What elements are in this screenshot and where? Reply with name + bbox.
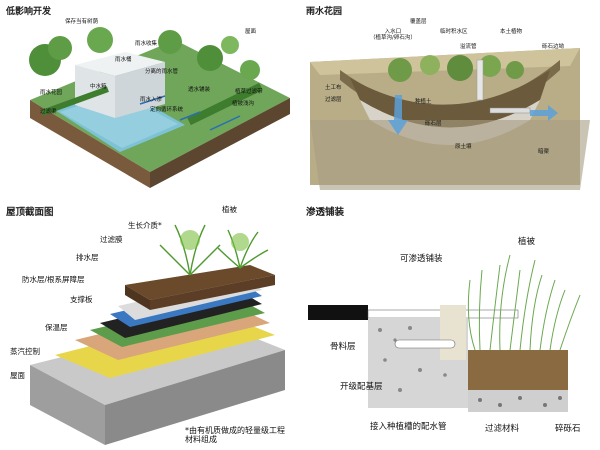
label-native-soil: 原土壤: [455, 144, 472, 150]
label-infiltration: 雨水入渗: [140, 97, 163, 103]
underdrain: [489, 107, 531, 114]
label-waterproof: 防水层/根系屏障层: [22, 275, 85, 284]
building-roof: [75, 52, 165, 76]
label-permeable: 透水铺装: [188, 87, 211, 93]
native-soil: [310, 120, 590, 190]
asphalt-surface: [308, 305, 368, 320]
label-preserve-trees: 保存当有树荫: [65, 19, 99, 25]
distribution-pipe: [394, 339, 456, 349]
label-native-plant: 本土植物: [500, 29, 523, 35]
label-green-roof: 屋面: [245, 29, 257, 35]
label-vegetated-swale: 植被浅沟: [232, 101, 255, 107]
label-dry-swale: 过滤渠: [40, 109, 57, 115]
label-distribution-pipe: 接入种植槽的配水管: [370, 422, 447, 432]
label-aggregate: 骨料层: [330, 342, 356, 352]
label-filter-membrane: 过滤膜: [100, 235, 123, 244]
panel-title: 雨水花园: [306, 7, 343, 17]
panel-title: 屋顶截面图: [6, 207, 54, 218]
lid-illustration: [29, 27, 290, 188]
plant: [447, 55, 473, 81]
permeable-paving-illustration: [308, 254, 581, 412]
label-insulation: 保温层: [45, 323, 68, 332]
label-vegetation: 植被: [222, 205, 237, 214]
plant: [388, 58, 412, 82]
tree: [197, 45, 223, 71]
label-geotextile: 土工布: [325, 85, 342, 91]
plant: [479, 55, 501, 77]
label-gravel-layer: 砾石层: [425, 121, 442, 127]
soil-front-left: [30, 100, 150, 188]
tree: [240, 60, 260, 80]
tree: [48, 36, 72, 60]
label-filter-layer: 过滤层: [325, 97, 342, 103]
label-underdrain: 暗渠: [538, 149, 550, 155]
label-support: 支撑板: [70, 295, 93, 304]
label-filter-material: 过滤材料: [485, 424, 520, 434]
filter-material: [468, 390, 568, 412]
label-bioretention: 定向循环系统: [150, 107, 184, 113]
label-vegetation: 植被: [518, 237, 536, 247]
label-growing-medium: 生长介质*: [128, 221, 162, 230]
grass-plants: [467, 254, 581, 351]
label-roof-deck: 屋面: [10, 371, 25, 380]
label-planting-soil: 种植土: [415, 99, 432, 105]
label-rain-bucket: 雨水收集: [135, 41, 158, 47]
building-right: [115, 62, 165, 118]
panel-permeable-paving: 渗透铺装 可渗透铺装 植被 骨料层 开级配基层 接入种植槽的配水管 过滤材料 碎…: [300, 200, 600, 450]
footnote: *由有机质做成的轻量级工程材料组成: [185, 426, 285, 445]
soil-layer: [468, 350, 568, 390]
label-downspout: 分离的雨水管: [145, 69, 179, 75]
panel-title: 低影响开发: [6, 7, 52, 17]
label-cover: 覆盖层: [410, 19, 427, 25]
label-gravel-border: 砾石边坳: [542, 44, 565, 50]
label-filter-strip: 植草过滤带: [235, 89, 263, 95]
label-water-tank: 中水箱: [90, 84, 107, 90]
label-overflow: 溢流管: [460, 44, 477, 50]
tree: [87, 27, 113, 53]
plant: [420, 55, 440, 75]
tree: [221, 36, 239, 54]
label-inlet: 入水口 （植草沟/卵石沟）: [370, 29, 416, 41]
label-vapor-control: 蒸汽控制: [10, 347, 40, 356]
panel-title: 渗透铺装: [306, 207, 345, 218]
label-open-base: 开级配基层: [340, 382, 383, 392]
label-permeable-paving: 可渗透铺装: [400, 254, 443, 264]
label-rain-garden: 雨水花园: [40, 90, 63, 96]
roof-layers-illustration: [30, 224, 285, 445]
panel-rain-garden: 雨水花园 入水口 （植草沟/卵石沟） 覆盖层 临时积水区 溢流管 本土植物 砾石…: [300, 0, 600, 200]
layer-roof-deck-left: [30, 365, 105, 445]
label-ponding: 临时积水区: [440, 29, 468, 35]
label-rain-barrel: 雨水桶: [115, 57, 132, 63]
overflow-pipe: [476, 59, 484, 101]
curb: [440, 305, 466, 360]
soil-front-right: [150, 98, 290, 188]
label-drainage: 排水层: [76, 253, 99, 262]
panel-green-roof-section: 屋顶截面图 植被 生长介质* 过滤膜 排水层 防水层/根系屏障: [0, 200, 300, 450]
tree: [158, 30, 182, 54]
rain-garden-illustration: [310, 48, 590, 190]
vegetated-swale: [187, 82, 263, 126]
label-crushed-stone: 碎砾石: [555, 424, 581, 434]
plant: [506, 61, 524, 79]
layer-growing-medium-top: [125, 265, 275, 300]
layer-roof-deck-right: [105, 350, 285, 445]
panel-low-impact-development: 低影响开发 保存当有树荫 屋面 雨水收集 雨水桶 分离的雨水管 中水箱 雨水花园…: [0, 0, 300, 200]
